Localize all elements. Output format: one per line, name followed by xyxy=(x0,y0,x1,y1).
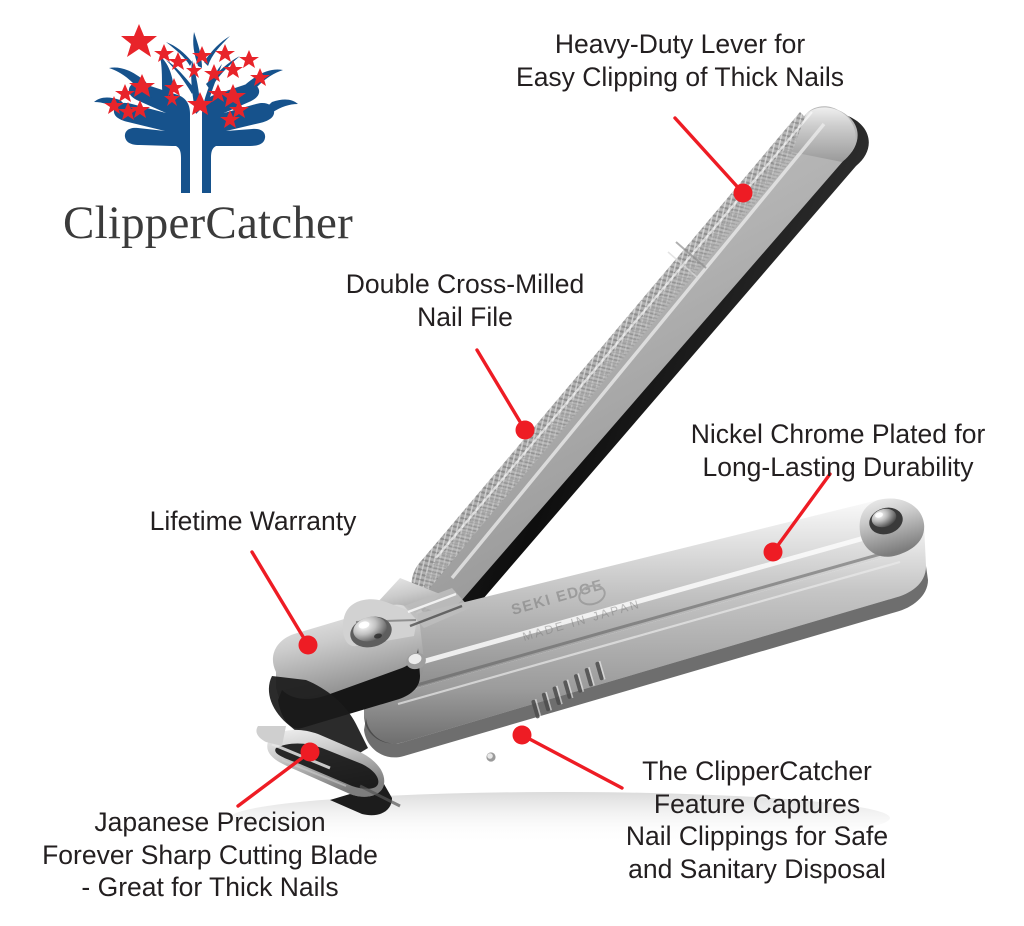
callout-file-line-2: Nail File xyxy=(417,301,513,332)
callout-label-catcher: The ClipperCatcher Feature Captures Nail… xyxy=(612,755,902,885)
lever-top-face xyxy=(411,106,858,611)
callout-blade-line-2: Forever Sharp Cutting Blade xyxy=(42,839,378,870)
brand-logo: ClipperCatcher xyxy=(48,18,368,249)
tree-hands-stars-logo xyxy=(94,24,298,193)
callout-catcher-line-2: Feature Captures xyxy=(653,788,861,819)
callout-blade-line-3: - Great for Thick Nails xyxy=(81,872,339,903)
callout-blade-line-1: Japanese Precision xyxy=(94,807,326,837)
callout-nickel-line-1: Nickel Chrome Plated for xyxy=(690,419,986,449)
callout-nickel-line-2: Long-Lasting Durability xyxy=(702,451,974,482)
callout-label-lever: Heavy-Duty Lever for Easy Clipping of Th… xyxy=(500,28,860,93)
logo-stars xyxy=(104,24,270,128)
brand-wordmark: ClipperCatcher xyxy=(63,197,353,249)
callout-warranty-line-1: Lifetime Warranty xyxy=(149,506,357,536)
callout-label-warranty: Lifetime Warranty xyxy=(128,505,378,538)
clipper-catcher-vents xyxy=(531,660,606,719)
lever-tip xyxy=(792,107,856,162)
callout-catcher-line-4: and Sanitary Disposal xyxy=(628,853,886,884)
callout-label-nickel: Nickel Chrome Plated for Long-Lasting Du… xyxy=(668,418,1008,483)
callout-catcher-line-3: Nail Clippings for Safe xyxy=(625,821,889,852)
callout-file-line-1: Double Cross-Milled xyxy=(345,269,585,299)
callout-label-blade: Japanese Precision Forever Sharp Cutting… xyxy=(10,806,410,904)
callout-lever-line-1: Heavy-Duty Lever for xyxy=(554,29,806,59)
callout-lever-line-2: Easy Clipping of Thick Nails xyxy=(516,61,844,92)
callout-catcher-line-1: The ClipperCatcher xyxy=(642,756,872,786)
callout-label-file: Double Cross-Milled Nail File xyxy=(330,268,600,333)
